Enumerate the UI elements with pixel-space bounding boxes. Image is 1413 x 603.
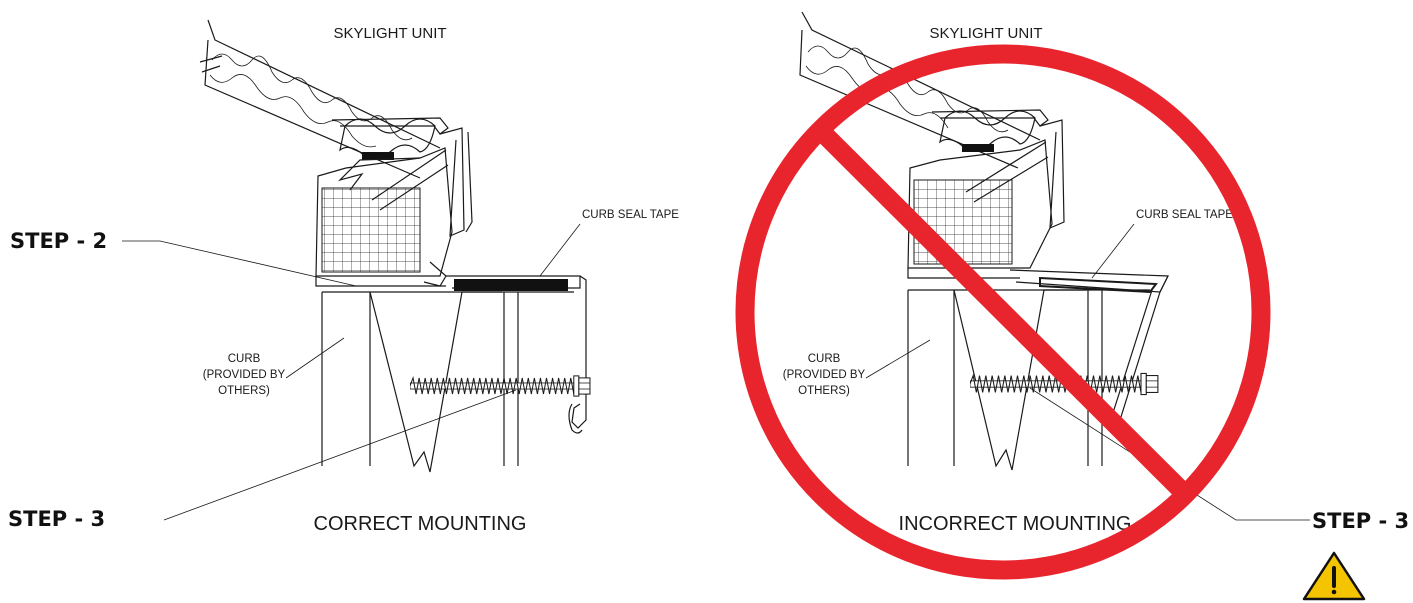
correct-mounting-detail: SKYLIGHT UNIT CURB SEAL TAPE CURB (PROVI… — [8, 19, 679, 535]
step-3-label-right: STEP - 3 — [1312, 509, 1409, 533]
curb-label-right-line3: OTHERS) — [798, 385, 850, 397]
skylight-frame-body-incorrect — [907, 139, 1053, 279]
skylight-unit-label: SKYLIGHT UNIT — [333, 25, 446, 42]
curb-label-right-line1: CURB — [808, 353, 841, 365]
curb-label-line1: CURB — [228, 353, 261, 365]
step-2-label: STEP - 2 — [10, 229, 107, 253]
skylight-frame-top — [331, 117, 473, 237]
curb-seal-tape-label: CURB SEAL TAPE — [582, 209, 679, 221]
warning-triangle-icon — [1302, 551, 1366, 601]
mounting-screw-correct — [410, 375, 591, 397]
curb-seal-tape — [446, 275, 587, 434]
curb-seal-tape-label-right: CURB SEAL TAPE — [1136, 209, 1233, 221]
no-symbol-icon — [735, 44, 1271, 580]
curb-label-right-line2: (PROVIDED BY — [783, 369, 866, 381]
curb-label-line3: OTHERS) — [218, 385, 270, 397]
incorrect-mounting-detail: SKYLIGHT UNIT CURB SEAL TAPE CURB (PROVI… — [783, 11, 1409, 535]
correct-mounting-caption: CORRECT MOUNTING — [314, 513, 527, 535]
curb — [321, 291, 574, 473]
curb-label-line2: (PROVIDED BY — [203, 369, 286, 381]
skylight-glazing — [199, 19, 441, 179]
incorrect-mounting-caption: INCORRECT MOUNTING — [899, 513, 1132, 535]
skylight-frame-top-incorrect — [931, 109, 1065, 229]
skylight-unit-label-right: SKYLIGHT UNIT — [929, 25, 1042, 42]
skylight-frame-body — [315, 147, 453, 287]
step-3-label-left: STEP - 3 — [8, 507, 105, 531]
